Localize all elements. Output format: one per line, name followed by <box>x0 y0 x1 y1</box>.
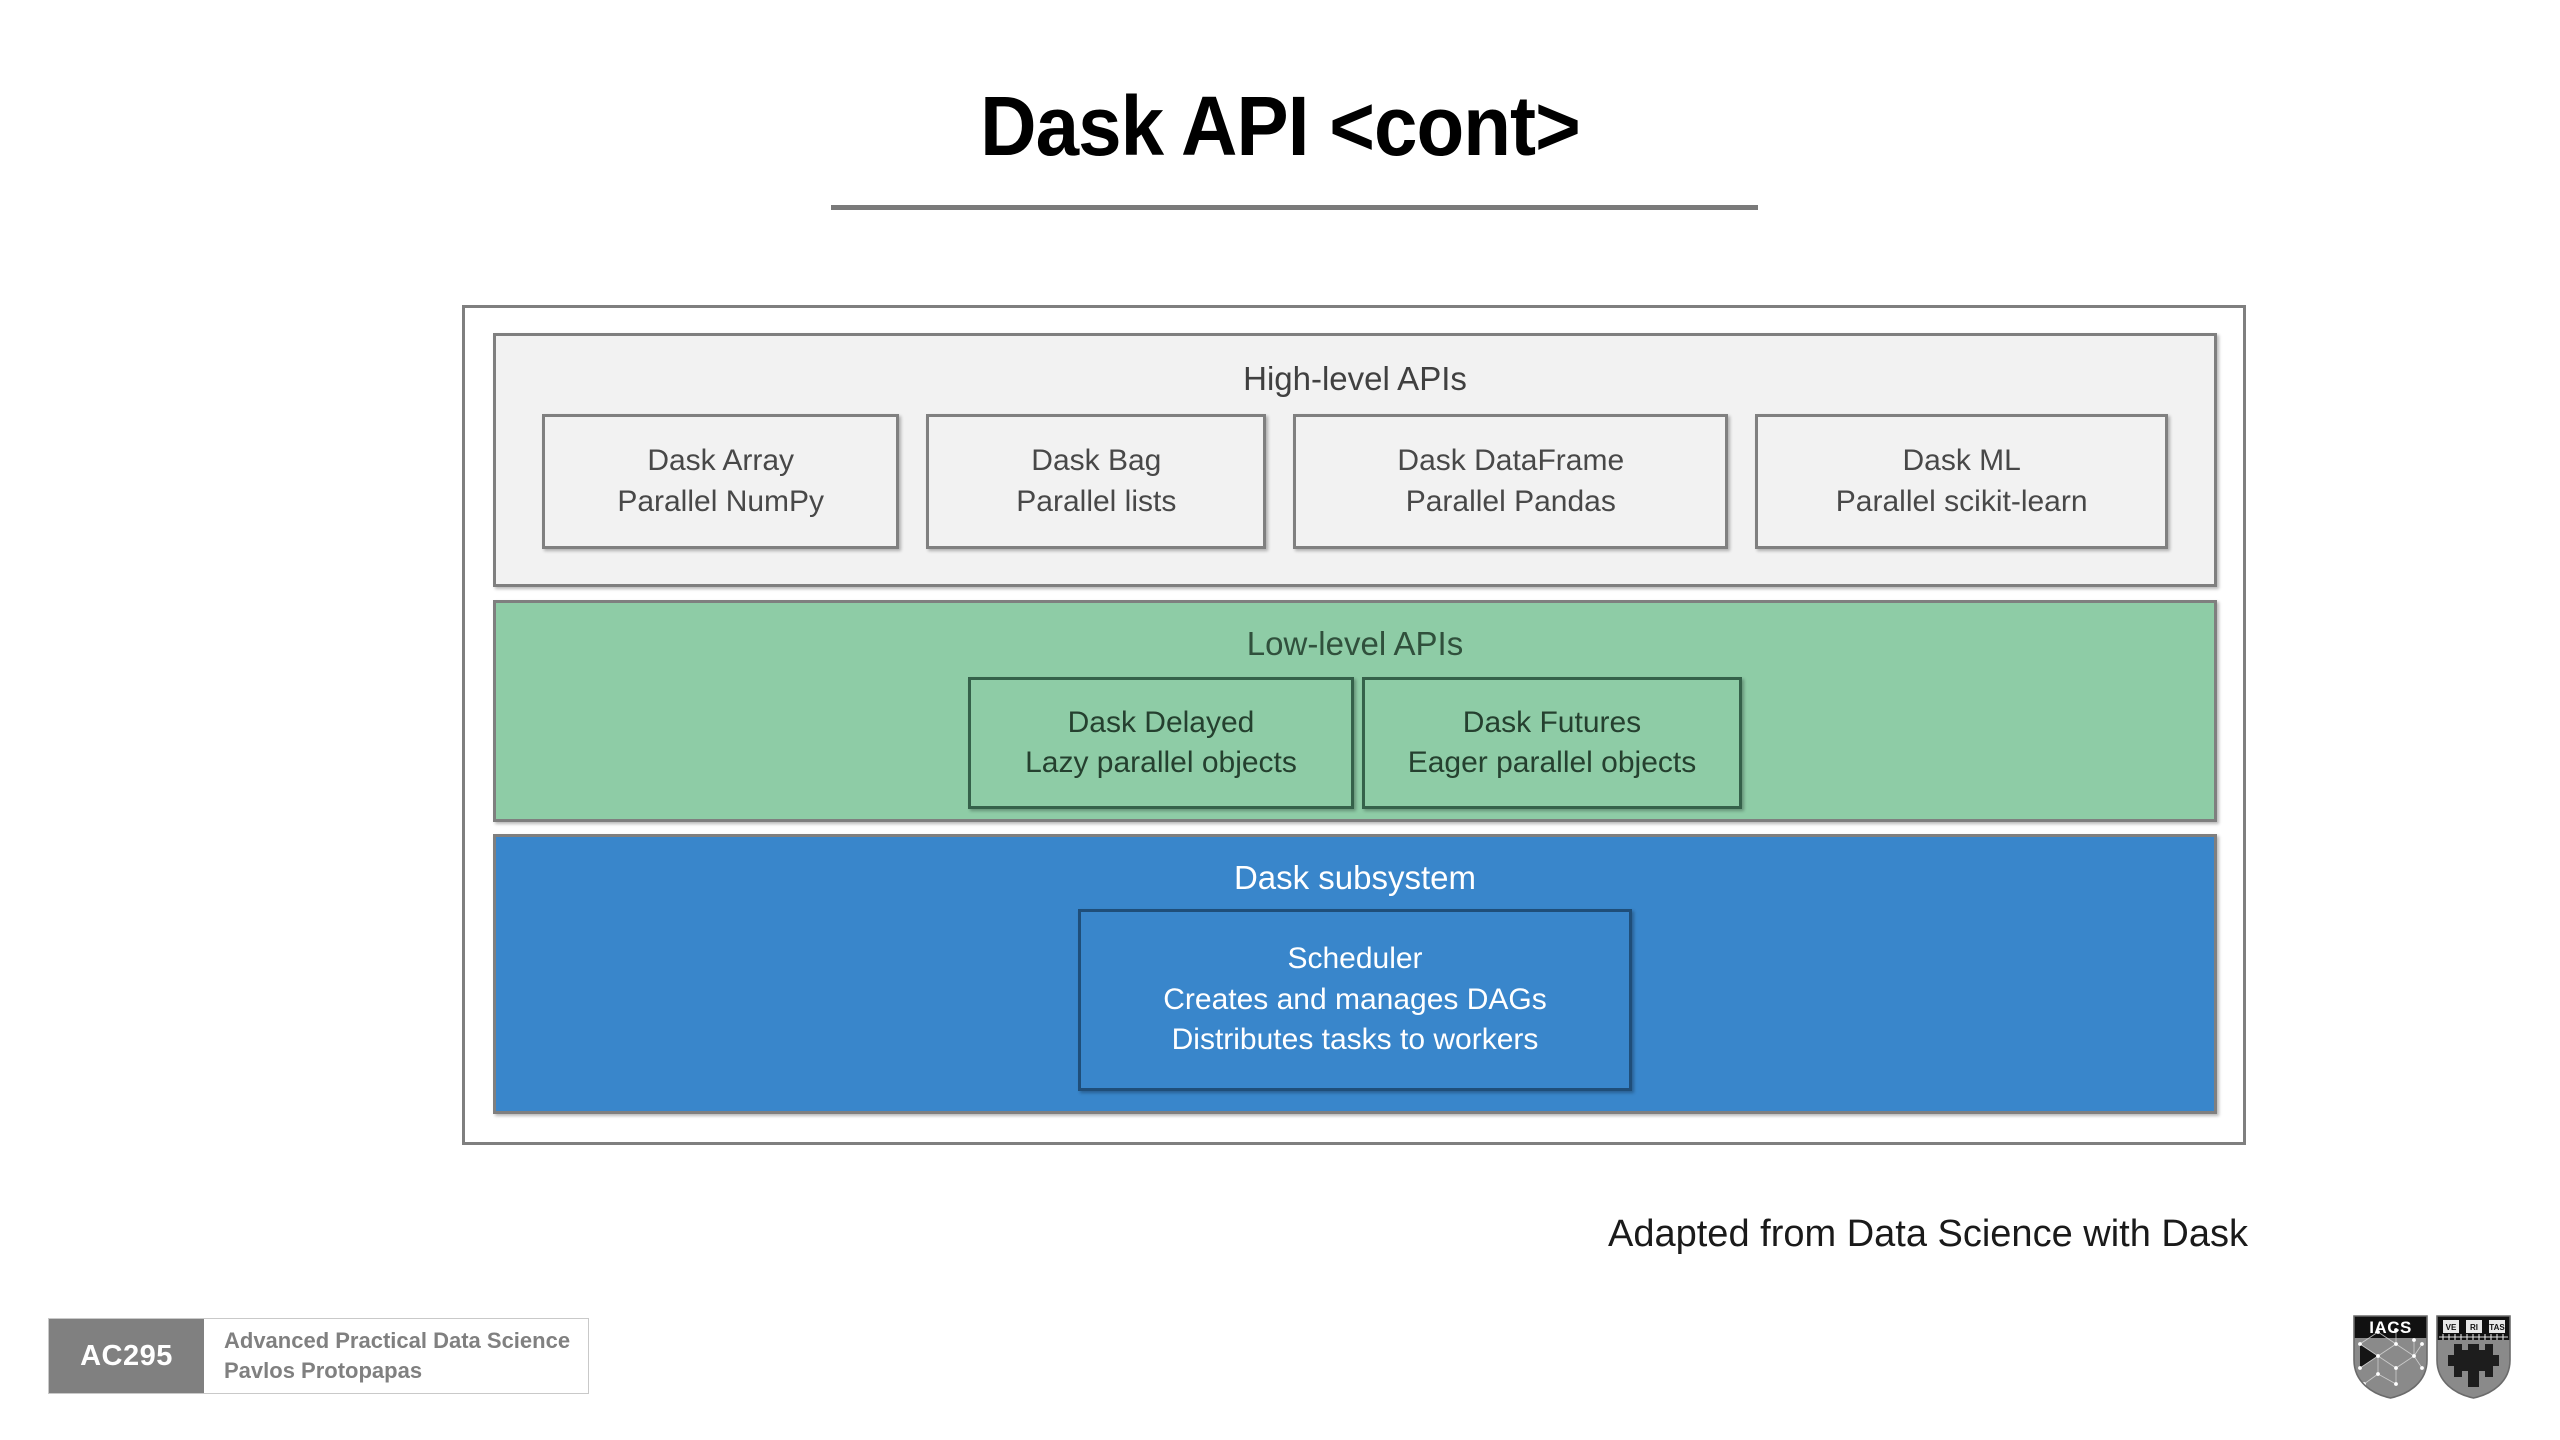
layer-high-level-apis-boxes: Dask Array Parallel NumPy Dask Bag Paral… <box>496 414 2214 549</box>
node-dask-futures-subtitle: Eager parallel objects <box>1407 746 1697 779</box>
node-dask-dataframe-title: Dask DataFrame <box>1397 444 1625 477</box>
svg-text:IACS: IACS <box>2369 1318 2412 1337</box>
dask-architecture-diagram: High-level APIs Dask Array Parallel NumP… <box>462 305 2246 1145</box>
institution-logos: IACS VE RI TAS <box>2352 1314 2512 1400</box>
node-dask-dataframe[interactable]: Dask DataFrame Parallel Pandas <box>1293 414 1729 549</box>
node-scheduler-subtitle: Creates and manages DAGs <box>1163 982 1547 1016</box>
node-dask-array-title: Dask Array <box>647 444 795 477</box>
node-dask-bag-title: Dask Bag <box>1031 444 1162 477</box>
node-dask-futures[interactable]: Dask Futures Eager parallel objects <box>1362 677 1742 809</box>
node-dask-array[interactable]: Dask Array Parallel NumPy <box>542 414 900 549</box>
node-dask-ml-title: Dask ML <box>1902 444 2021 477</box>
node-dask-delayed-subtitle: Lazy parallel objects <box>1025 746 1297 779</box>
svg-text:VE: VE <box>2446 1323 2457 1332</box>
attribution-text: Adapted from Data Science with Dask <box>1608 1213 2248 1255</box>
layer-dask-subsystem-boxes: Scheduler Creates and manages DAGs Distr… <box>496 909 2214 1091</box>
iacs-shield-logo: IACS <box>2353 1315 2428 1399</box>
title-underline-rule <box>831 205 1758 210</box>
node-dask-dataframe-subtitle: Parallel Pandas <box>1405 484 1616 518</box>
page-title: Dask API <cont> <box>980 79 1581 173</box>
node-scheduler-subtitle-2: Distributes tasks to workers <box>1171 1023 1539 1057</box>
footer-course-code: AC295 <box>49 1319 204 1393</box>
layer-dask-subsystem: Dask subsystem Scheduler Creates and man… <box>493 834 2217 1114</box>
layer-high-level-apis-title: High-level APIs <box>1243 360 1467 397</box>
svg-text:RI: RI <box>2470 1323 2478 1332</box>
layer-low-level-apis-boxes: Dask Delayed Lazy parallel objects Dask … <box>496 677 2214 809</box>
harvard-seas-shield-logo: VE RI TAS <box>2436 1315 2511 1399</box>
layer-low-level-apis-title: Low-level APIs <box>1246 625 1464 662</box>
node-dask-delayed-title: Dask Delayed <box>1067 705 1255 739</box>
node-dask-array-subtitle: Parallel NumPy <box>617 484 825 518</box>
svg-text:TAS: TAS <box>2489 1323 2505 1332</box>
node-dask-ml[interactable]: Dask ML Parallel scikit-learn <box>1755 414 2169 549</box>
node-scheduler-title: Scheduler <box>1287 942 1423 976</box>
footer-course-badge: AC295 Advanced Practical Data Science Pa… <box>48 1318 590 1394</box>
node-dask-bag-subtitle: Parallel lists <box>1016 484 1177 518</box>
node-dask-ml-subtitle: Parallel scikit-learn <box>1835 484 2088 518</box>
footer-course-info: Advanced Practical Data Science Pavlos P… <box>204 1319 588 1393</box>
footer-instructor-name: Pavlos Protopapas <box>224 1358 423 1383</box>
node-dask-futures-title: Dask Futures <box>1462 705 1642 739</box>
layer-dask-subsystem-title: Dask subsystem <box>1233 859 1477 896</box>
footer-course-name: Advanced Practical Data Science <box>224 1328 571 1354</box>
layer-low-level-apis: Low-level APIs Dask Delayed Lazy paralle… <box>493 600 2217 822</box>
node-dask-bag[interactable]: Dask Bag Parallel lists <box>926 414 1267 549</box>
node-dask-delayed[interactable]: Dask Delayed Lazy parallel objects <box>968 677 1354 809</box>
node-scheduler[interactable]: Scheduler Creates and manages DAGs Distr… <box>1078 909 1632 1091</box>
layer-high-level-apis: High-level APIs Dask Array Parallel NumP… <box>493 333 2217 587</box>
